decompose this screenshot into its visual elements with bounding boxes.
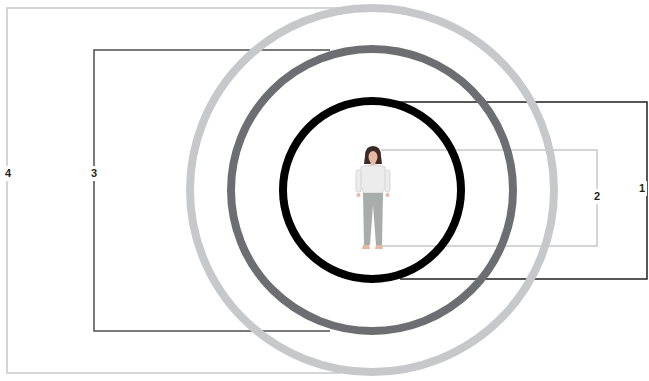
callout-number: 1 xyxy=(637,181,647,196)
callout-number: 2 xyxy=(592,189,602,204)
callout-number: 4 xyxy=(3,166,13,181)
zone-bracket xyxy=(381,150,597,246)
zone-bracket xyxy=(7,8,340,373)
callout-number: 3 xyxy=(89,166,99,181)
zone-bracket xyxy=(94,50,330,331)
inner-zone-ring xyxy=(283,101,461,279)
person-figure xyxy=(356,146,390,249)
outer-zone-ring xyxy=(190,8,554,372)
middle-zone-ring xyxy=(231,49,513,331)
